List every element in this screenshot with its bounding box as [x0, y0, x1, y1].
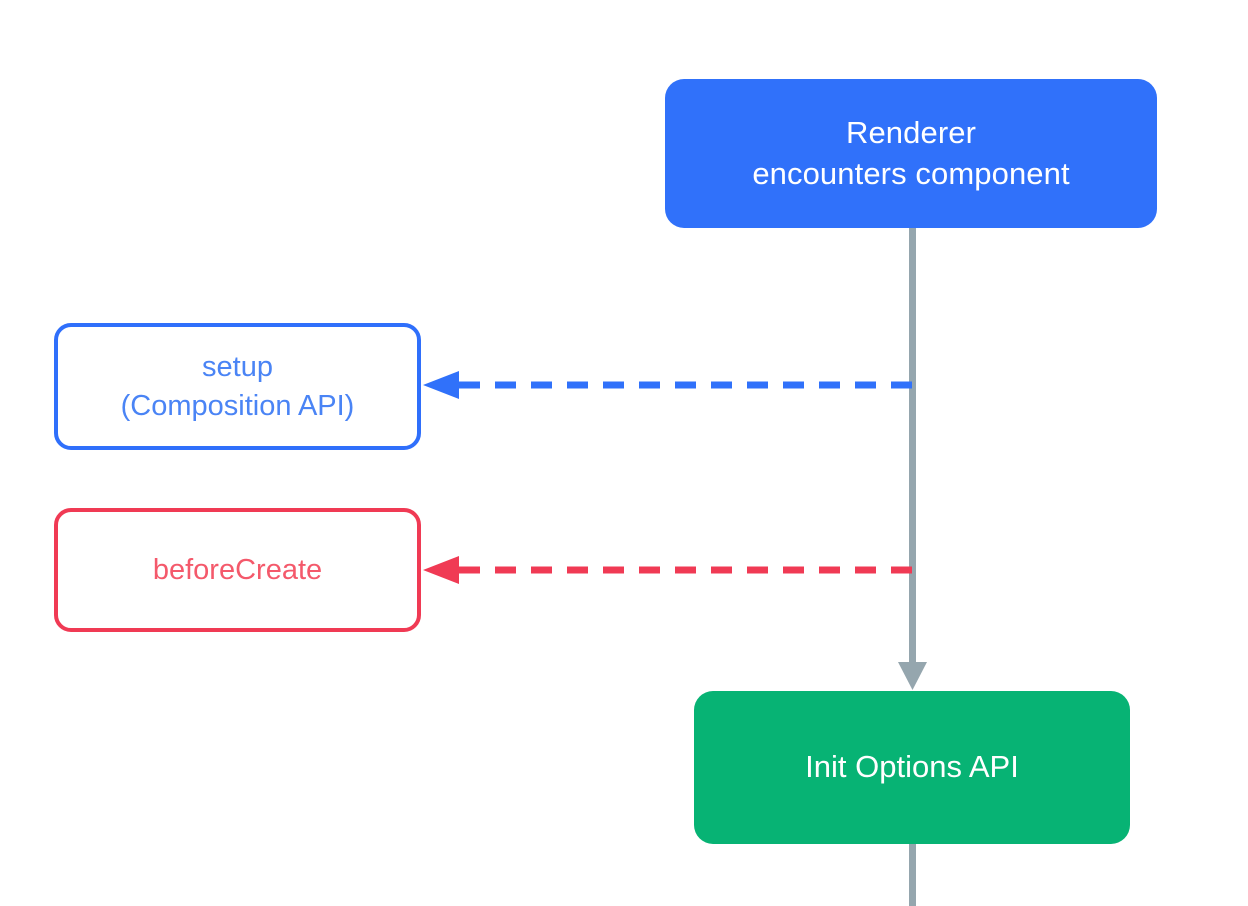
- edge-renderer-to-init-options: [898, 228, 927, 690]
- edge-trunk-to-setup: [423, 371, 912, 399]
- node-setup-label: setup (Composition API): [120, 351, 355, 422]
- arrowhead-left-blue-icon: [423, 371, 459, 399]
- node-renderer-encounters-component[interactable]: Renderer encounters component: [665, 79, 1157, 228]
- node-init-options-api-label: Init Options API: [805, 749, 1019, 785]
- node-renderer-label: Renderer encounters component: [752, 114, 1070, 191]
- node-before-create-label: beforeCreate: [152, 553, 323, 586]
- node-init-options-api[interactable]: Init Options API: [694, 691, 1130, 844]
- node-setup-composition-api[interactable]: setup (Composition API): [54, 323, 421, 450]
- edge-trunk-to-beforecreate: [423, 556, 912, 584]
- arrowhead-down-icon: [898, 662, 927, 690]
- node-before-create[interactable]: beforeCreate: [54, 508, 421, 632]
- arrowhead-left-red-icon: [423, 556, 459, 584]
